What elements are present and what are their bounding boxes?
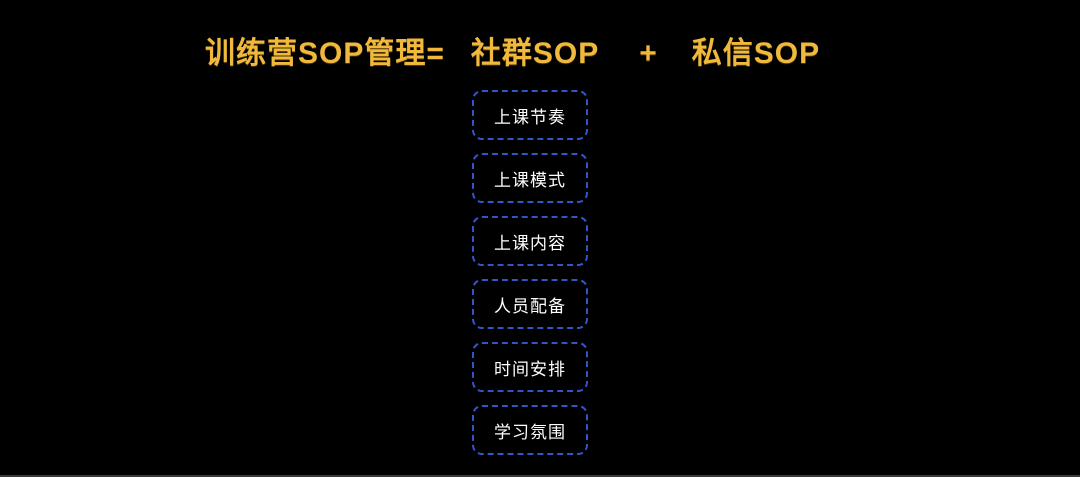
sop-box-class-content: 上课内容 — [472, 216, 588, 266]
title-plus-sign: + — [639, 37, 658, 70]
sop-box-label: 上课节奏 — [494, 107, 566, 127]
sop-box-schedule: 时间安排 — [472, 342, 588, 392]
sop-box-learning-atmosphere: 学习氛围 — [472, 405, 588, 455]
sop-box-label: 学习氛围 — [494, 422, 566, 442]
sop-box-label: 时间安排 — [494, 359, 566, 379]
sop-box-staffing: 人员配备 — [472, 279, 588, 329]
title-camp-sop-formula: 训练营SOP管理= — [205, 37, 445, 70]
sop-box-class-mode: 上课模式 — [472, 153, 588, 203]
title-private-message-sop: 私信SOP — [691, 37, 821, 70]
sop-box-label: 上课内容 — [494, 233, 566, 253]
slide-title: 训练营SOP管理= 社群SOP + 私信SOP — [205, 28, 820, 72]
sop-box-label: 上课模式 — [494, 170, 566, 190]
sop-box-label: 人员配备 — [494, 296, 566, 316]
title-community-sop: 社群SOP — [470, 37, 600, 70]
sop-box-class-rhythm: 上课节奏 — [472, 90, 588, 140]
bottom-divider — [0, 475, 1080, 477]
sop-box-column: 上课节奏 上课模式 上课内容 人员配备 时间安排 学习氛围 — [472, 90, 588, 455]
